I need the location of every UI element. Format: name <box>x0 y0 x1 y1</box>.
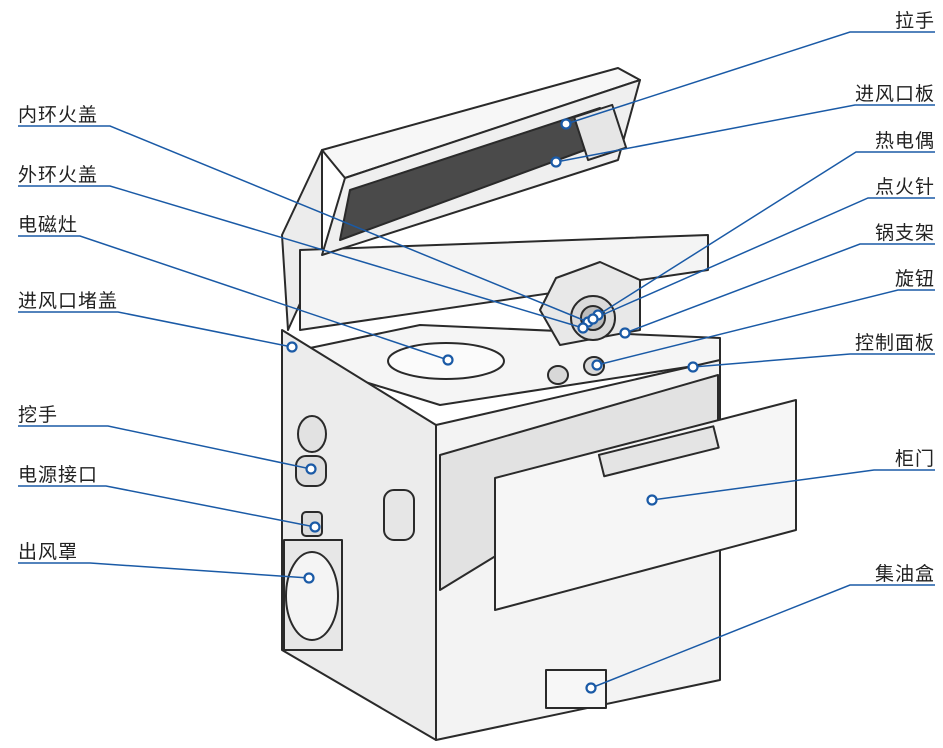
dot-cabinet-door <box>646 494 658 506</box>
leader-air-inlet-plug <box>18 311 293 348</box>
label-air-inlet-panel: 进风口板 <box>854 83 935 105</box>
label-induction-hob: 电磁灶 <box>18 214 79 236</box>
cabinet-door-shape <box>494 399 797 611</box>
dot-air-outlet-cover <box>303 572 315 584</box>
leader-knob <box>596 289 935 366</box>
label-power-port: 电源接口 <box>18 464 99 486</box>
dot-grip <box>305 463 317 475</box>
knob-1 <box>547 365 569 385</box>
leader-cabinet-door <box>651 469 935 501</box>
leader-handle <box>565 31 935 125</box>
dot-air-inlet-panel <box>550 156 562 168</box>
handle-bar <box>573 103 628 162</box>
leader-thermocouple <box>597 151 935 316</box>
outlet-cover-ring <box>285 551 339 641</box>
dot-outer-burner-cap <box>577 322 589 334</box>
backsplash <box>299 234 709 331</box>
dot-air-inlet-plug <box>286 341 298 353</box>
label-air-inlet-plug: 进风口堵盖 <box>18 290 119 312</box>
dot-pot-support <box>619 327 631 339</box>
dot-induction-hob <box>442 354 454 366</box>
leader-air-outlet-cover <box>18 562 310 579</box>
leader-oil-box <box>590 584 935 689</box>
dot-knob <box>591 359 603 371</box>
label-air-outlet-cover: 出风罩 <box>18 541 79 563</box>
label-ignition-needle: 点火针 <box>874 176 935 198</box>
leader-ignition-needle <box>592 197 935 320</box>
label-pot-support: 锅支架 <box>874 222 935 244</box>
side-dial <box>297 415 327 453</box>
label-cabinet-door: 柜门 <box>894 448 935 470</box>
label-thermocouple: 热电偶 <box>874 130 935 152</box>
side-handle <box>383 489 415 541</box>
leader-air-inlet-panel <box>555 104 935 163</box>
leader-grip <box>18 425 312 470</box>
label-inner-burner-cap: 内环火盖 <box>18 104 99 126</box>
leader-power-port <box>18 485 316 528</box>
label-control-panel: 控制面板 <box>854 332 935 354</box>
label-outer-burner-cap: 外环火盖 <box>18 164 99 186</box>
label-knob: 旋钮 <box>894 268 935 290</box>
dot-control-panel <box>687 361 699 373</box>
dot-power-port <box>309 521 321 533</box>
label-grip: 挖手 <box>18 404 59 426</box>
dot-handle <box>560 118 572 130</box>
label-oil-box: 集油盒 <box>874 563 935 585</box>
leader-outer-burner-cap <box>18 185 584 329</box>
leader-control-panel <box>692 353 935 368</box>
label-handle: 拉手 <box>894 10 935 32</box>
leader-induction-hob <box>18 235 449 361</box>
dot-ignition-needle <box>587 313 599 325</box>
door-handle <box>597 425 720 478</box>
oil-box-shape <box>545 669 607 709</box>
leader-inner-burner-cap <box>18 125 589 323</box>
dot-oil-box <box>585 682 597 694</box>
leader-pot-support <box>624 243 935 334</box>
